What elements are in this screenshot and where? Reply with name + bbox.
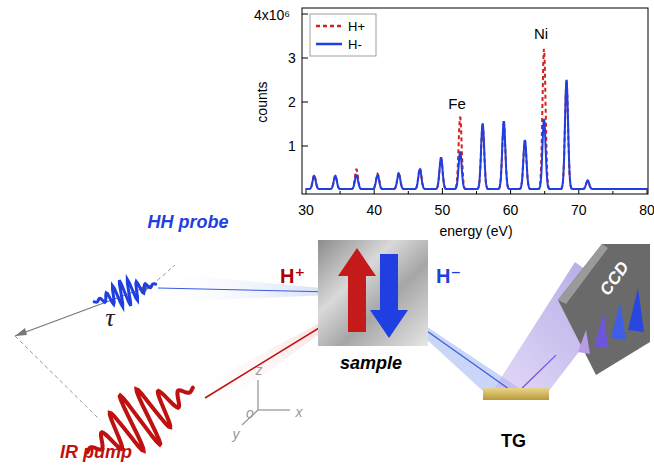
pulses: [87, 279, 193, 452]
label: 30: [298, 203, 314, 217]
label: 70: [571, 203, 587, 217]
sample-plate: H⁺H⁻sample: [318, 240, 428, 346]
dashed-guide: [15, 336, 100, 420]
spectra: [306, 49, 647, 189]
label: o: [246, 406, 254, 420]
label: counts: [255, 81, 269, 122]
spectrum-h-minus: [306, 81, 647, 189]
coordinate-axes: [242, 380, 290, 425]
label: 40: [366, 203, 382, 217]
ccd-detector: CCD: [556, 242, 650, 377]
label: energy (eV): [439, 224, 512, 238]
legend-entry: H-: [348, 38, 362, 51]
label: z: [256, 363, 263, 377]
dashed-guide: [152, 265, 175, 285]
node-text: TG: [501, 432, 526, 450]
node-text: sample: [340, 354, 402, 372]
axis-ticks: [302, 14, 647, 194]
arrowhead: [15, 328, 27, 336]
label: 3: [288, 51, 296, 65]
label: Ni: [534, 26, 548, 41]
beam-connector: [428, 332, 508, 388]
label: 4x10⁶: [254, 8, 290, 22]
beam-connector: [522, 355, 556, 388]
label: x: [296, 405, 303, 419]
node-text: H⁻: [436, 266, 461, 286]
legend-entry: H+: [348, 20, 365, 33]
legend-sample-red: [316, 25, 342, 28]
node-text: H⁺: [280, 266, 305, 286]
label: 80: [639, 203, 654, 217]
delay-arrow: [15, 285, 152, 336]
plot-frame: [302, 8, 648, 194]
label: Fe: [448, 96, 466, 111]
label: 1: [288, 139, 296, 153]
label: IR pump: [60, 443, 132, 461]
label: 60: [503, 203, 519, 217]
spectrum-h-plus: [306, 49, 647, 189]
grating: TG: [483, 388, 549, 400]
label: 2: [288, 95, 296, 109]
legend-box: [310, 14, 376, 56]
label: 50: [435, 203, 451, 217]
label: HH probe: [148, 213, 229, 231]
legend-sample-blue: [316, 43, 342, 46]
label: τ: [105, 305, 114, 331]
label: y: [233, 427, 240, 441]
